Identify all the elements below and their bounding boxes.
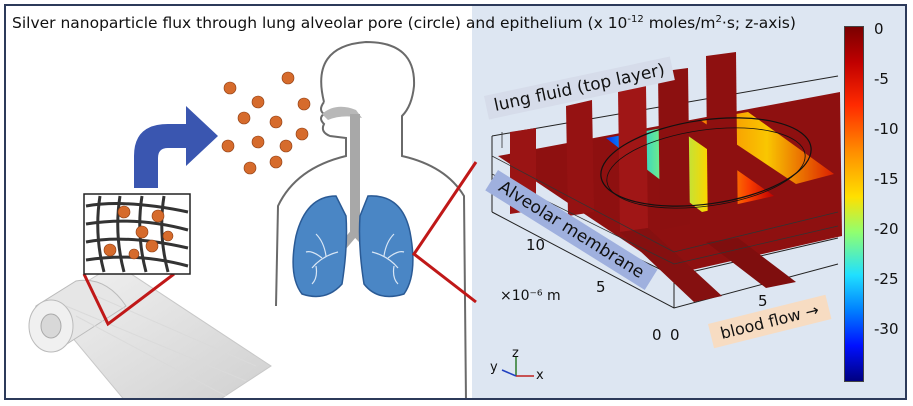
colorbar-tick-neg30: -30 (874, 320, 899, 338)
colorbar-tick-neg15: -15 (874, 170, 899, 188)
illustration-scene (28, 40, 842, 398)
figure-title: Silver nanoparticle flux through lung al… (12, 14, 796, 32)
colorbar-tick-neg20: -20 (874, 220, 899, 238)
colorbar-tick-neg10: -10 (874, 120, 899, 138)
x-tick-5: 5 (758, 292, 768, 310)
human-silhouette-icon (275, 40, 467, 398)
title-exponent: -12 (627, 14, 644, 25)
triad-z-label: z (512, 346, 519, 361)
simulation-domain (491, 52, 842, 377)
y-tick-5: 5 (596, 278, 606, 296)
fiber-mesh-inset (83, 193, 191, 275)
title-main: Silver nanoparticle flux through lung al… (12, 14, 628, 33)
title-tail: ·s; z-axis) (721, 14, 796, 33)
alveolar-pore-circle (600, 117, 812, 207)
x-tick-0: 0 (670, 326, 680, 344)
airborne-nanoparticles (221, 71, 311, 175)
y-tick-10: 10 (526, 236, 546, 254)
lungs-icon (292, 195, 414, 298)
title-units: moles/m (643, 14, 716, 33)
bandage-roll-icon (28, 263, 272, 398)
axis-unit-label: ×10⁻⁶ m (500, 288, 561, 304)
title-square: 2 (715, 14, 722, 25)
y-tick-0: 0 (652, 326, 662, 344)
flux-colorbar (844, 26, 864, 382)
axis-triad (501, 356, 534, 377)
release-arrow-icon (134, 106, 218, 188)
triad-y-label: y (490, 360, 498, 375)
colorbar-tick-neg25: -25 (874, 270, 899, 288)
lung-callout-lines (411, 161, 478, 304)
figure-frame: lung fluid (top layer) Alveolar membrane… (4, 4, 907, 400)
colorbar-tick-neg5: -5 (874, 70, 889, 88)
triad-x-label: x (536, 368, 544, 383)
bandage-callout-lines (82, 272, 175, 327)
colorbar-tick-0: 0 (874, 20, 884, 38)
